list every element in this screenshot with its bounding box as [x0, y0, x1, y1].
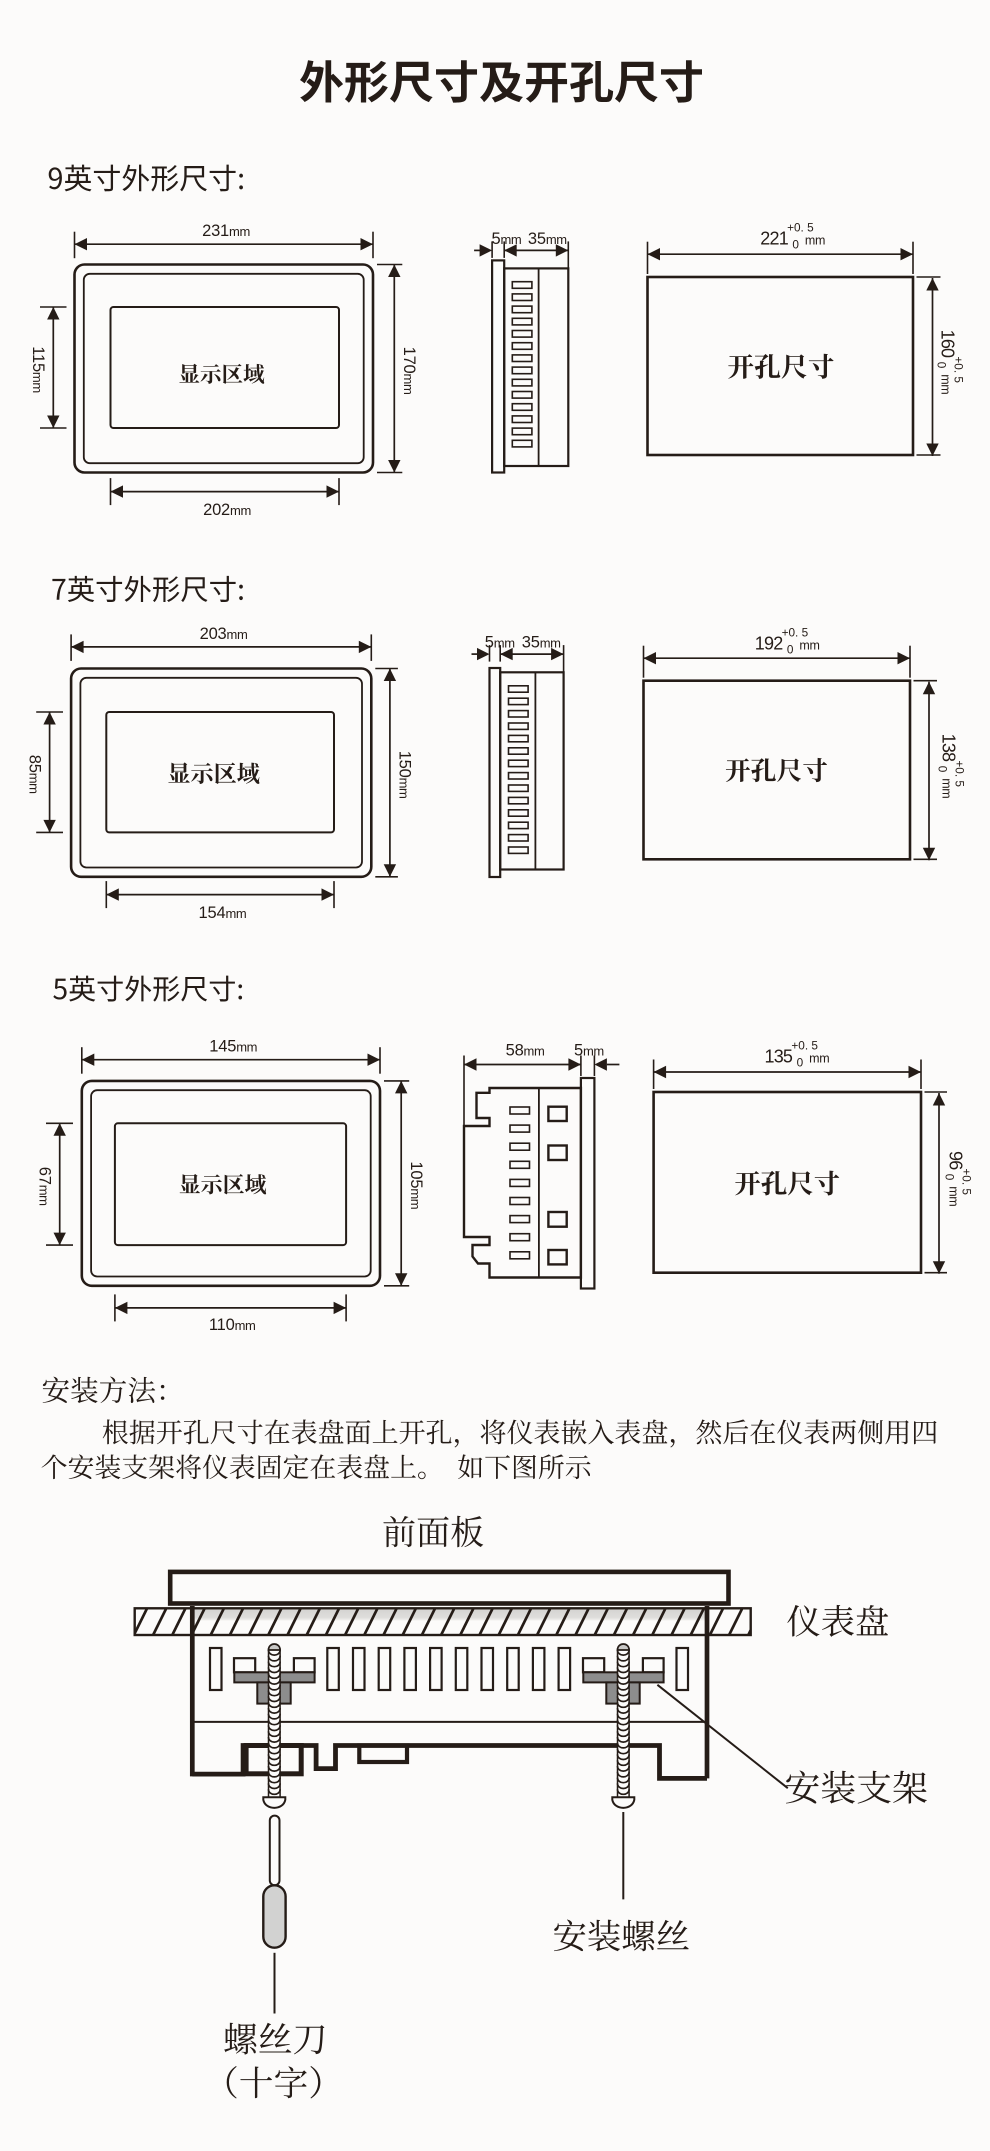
svg-text:mm: mm [799, 638, 819, 652]
svg-text:mm: mm [809, 1051, 829, 1065]
svg-text:35mm: 35mm [522, 634, 561, 652]
svg-text:67mm: 67mm [35, 1167, 53, 1206]
svg-text:+0. 5: +0. 5 [951, 356, 965, 383]
svg-text:85mm: 85mm [25, 755, 43, 794]
svg-text:203mm: 203mm [200, 625, 248, 643]
svg-text:5mm: 5mm [485, 634, 515, 652]
svg-text:110mm: 110mm [209, 1316, 256, 1334]
svg-text:170mm: 170mm [400, 347, 418, 395]
svg-text:115mm: 115mm [29, 346, 47, 393]
svg-text:0: 0 [935, 766, 949, 773]
svg-text:0: 0 [787, 643, 794, 657]
svg-text:105mm: 105mm [407, 1161, 425, 1209]
svg-text:mm: mm [805, 234, 825, 248]
svg-text:58mm: 58mm [506, 1042, 545, 1060]
svg-text:0: 0 [942, 1174, 956, 1181]
svg-text:138: 138 [939, 734, 959, 762]
svg-text:154mm: 154mm [199, 904, 247, 922]
svg-text:+0. 5: +0. 5 [782, 626, 809, 640]
svg-text:5mm: 5mm [492, 230, 522, 248]
svg-text:35mm: 35mm [528, 230, 567, 248]
svg-text:221: 221 [760, 229, 788, 249]
svg-text:+0. 5: +0. 5 [787, 221, 814, 235]
svg-text:160: 160 [938, 330, 958, 358]
svg-text:+0. 5: +0. 5 [959, 1168, 973, 1195]
svg-text:231mm: 231mm [202, 222, 250, 240]
svg-text:96: 96 [946, 1151, 966, 1170]
svg-text:202mm: 202mm [203, 501, 251, 519]
svg-text:0: 0 [797, 1056, 804, 1070]
svg-text:+0. 5: +0. 5 [791, 1039, 818, 1053]
svg-text:mm: mm [940, 778, 954, 798]
svg-text:192: 192 [755, 633, 783, 653]
svg-text:150mm: 150mm [396, 751, 414, 799]
svg-text:+0. 5: +0. 5 [952, 760, 966, 787]
svg-text:5mm: 5mm [574, 1042, 604, 1060]
svg-text:145mm: 145mm [209, 1038, 257, 1056]
svg-text:135: 135 [765, 1046, 793, 1066]
svg-text:0: 0 [934, 362, 948, 369]
svg-text:0: 0 [792, 238, 799, 252]
svg-text:mm: mm [939, 374, 953, 394]
svg-text:mm: mm [947, 1186, 961, 1206]
